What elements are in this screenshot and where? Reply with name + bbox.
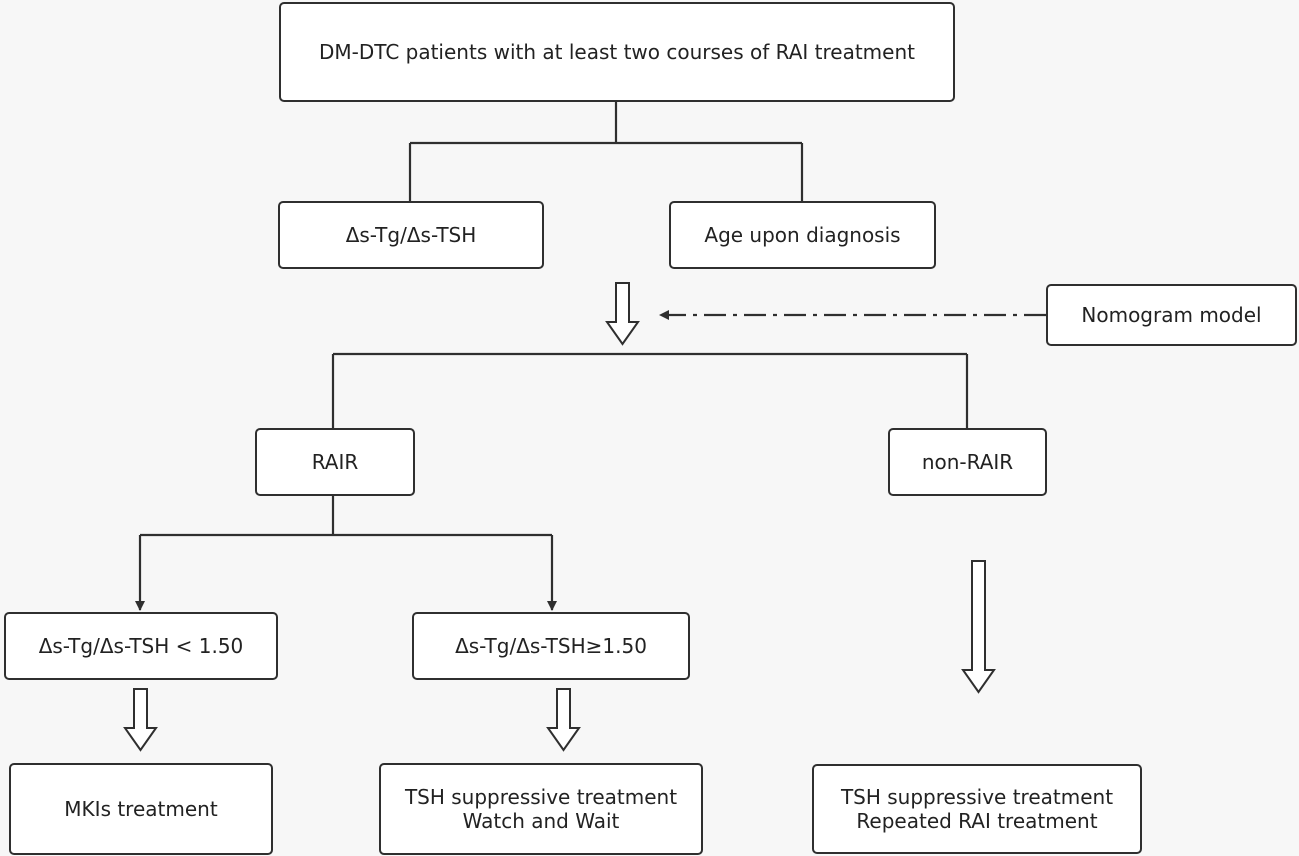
tg-ratio-box: Δs-Tg/Δs-TSH	[278, 201, 544, 269]
nomogram-box: Nomogram model	[1046, 284, 1297, 346]
connector-start-split	[408, 101, 804, 201]
nomogram-label: Nomogram model	[1081, 303, 1262, 327]
mkis-box: MKIs treatment	[9, 763, 273, 855]
mkis-label: MKIs treatment	[64, 797, 218, 821]
connector-rair-split	[140, 495, 552, 537]
hollow-arrow-to-tsh-repeat	[961, 560, 996, 694]
tsh-watch-label: TSH suppressive treatment Watch and Wait	[404, 785, 678, 833]
tsh-watch-box: TSH suppressive treatment Watch and Wait	[379, 763, 703, 855]
hollow-arrow-to-model	[605, 282, 640, 346]
non-rair-label: non-RAIR	[921, 450, 1014, 474]
age-box: Age upon diagnosis	[669, 201, 936, 269]
tsh-repeat-label: TSH suppressive treatment Repeated RAI t…	[840, 785, 1114, 833]
start-label: DM-DTC patients with at least two course…	[319, 40, 915, 64]
ratio-high-box: Δs-Tg/Δs-TSH≥1.50	[412, 612, 690, 680]
age-label: Age upon diagnosis	[704, 223, 901, 247]
start-box: DM-DTC patients with at least two course…	[279, 2, 955, 102]
ratio-high-label: Δs-Tg/Δs-TSH≥1.50	[455, 634, 647, 658]
tsh-repeat-box: TSH suppressive treatment Repeated RAI t…	[812, 764, 1142, 854]
connector-model-split	[331, 352, 969, 428]
hollow-arrow-to-tsh-watch	[546, 688, 581, 752]
hollow-arrow-to-mkis	[123, 688, 158, 752]
ratio-low-box: Δs-Tg/Δs-TSH < 1.50	[4, 612, 278, 680]
non-rair-box: non-RAIR	[888, 428, 1047, 496]
ratio-low-label: Δs-Tg/Δs-TSH < 1.50	[38, 634, 244, 658]
tg-ratio-label: Δs-Tg/Δs-TSH	[345, 223, 477, 247]
rair-label: RAIR	[311, 450, 359, 474]
rair-box: RAIR	[255, 428, 415, 496]
